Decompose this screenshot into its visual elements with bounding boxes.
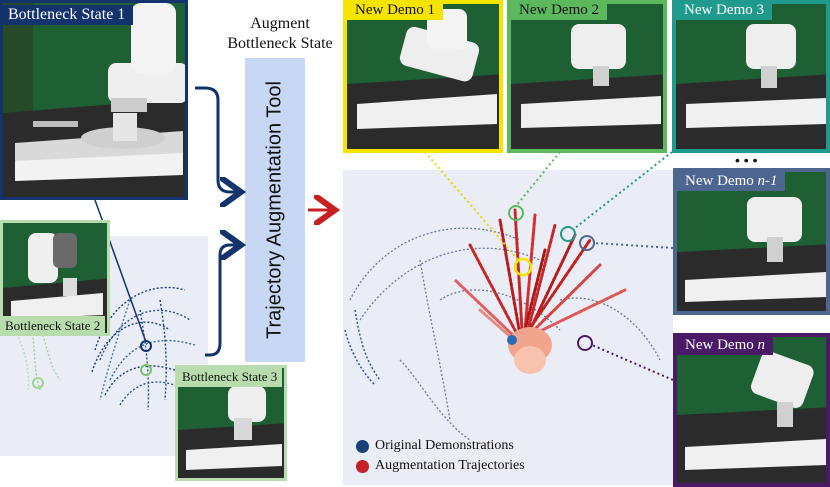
new-demo-1-label: New Demo 1: [347, 0, 443, 20]
augment-title-line1: Augment: [250, 15, 310, 32]
bottleneck-state-1-label: Bottleneck State 1: [0, 5, 134, 25]
new-demo-n-prefix: New Demo: [685, 337, 758, 353]
arrow-icon: [195, 86, 238, 192]
ellipsis: • • •: [735, 152, 758, 168]
robot-arm-scene-icon: [347, 4, 499, 149]
new-demo-n-minus-1-var: n-1: [757, 173, 778, 189]
new-demo-1-image: [343, 0, 503, 153]
robot-arm-scene-icon: [3, 223, 107, 333]
bottleneck-state-2-label: Bottleneck State 2: [0, 316, 106, 336]
robot-arm-scene-icon: [511, 4, 663, 149]
robot-arm-scene-icon: [677, 337, 826, 483]
augment-title-line2: Bottleneck State: [227, 35, 333, 52]
legend-original-dot: [356, 440, 369, 453]
new-demo-n-minus-1-label: New Demo n-1: [677, 171, 786, 191]
new-demo-n-minus-1-image: [673, 168, 830, 315]
new-demo-2-image: [507, 0, 667, 153]
new-demo-n-label: New Demo n: [677, 335, 773, 355]
new-demo-3-label: New Demo 3: [676, 0, 772, 20]
robot-arm-scene-icon: [677, 172, 826, 311]
circle-marker-icon: [579, 235, 595, 251]
circle-marker-icon: [513, 257, 533, 277]
legend-original-label: Original Demonstrations: [375, 438, 514, 453]
robot-arm-scene-icon: [178, 368, 284, 478]
new-demo-n-image: [673, 333, 830, 487]
legend-augmentation-dot: [356, 460, 369, 473]
augment-title: Augment Bottleneck State: [210, 14, 350, 54]
robot-arm-scene-icon: [3, 3, 185, 197]
circle-marker-icon: [508, 205, 524, 221]
bottleneck-state-1-image: [0, 0, 188, 200]
new-demo-3-image: [672, 0, 830, 153]
arrow-icon: [205, 245, 238, 357]
robot-arm-scene-icon: [676, 4, 826, 149]
bottleneck-state-3-label: Bottleneck State 3: [177, 367, 283, 387]
circle-marker-icon: [32, 377, 44, 389]
circle-marker-icon: [560, 226, 576, 242]
new-demo-n-var: n: [757, 337, 765, 353]
circle-marker-icon: [577, 335, 593, 351]
augmentation-plot: [343, 170, 673, 485]
circle-marker-icon: [140, 364, 152, 376]
trajectory-augmentation-tool-box: [245, 58, 305, 362]
legend-augmentation-label: Augmentation Trajectories: [375, 458, 525, 473]
new-demo-n-minus-1-prefix: New Demo: [685, 173, 758, 189]
new-demo-2-label: New Demo 2: [511, 0, 607, 20]
